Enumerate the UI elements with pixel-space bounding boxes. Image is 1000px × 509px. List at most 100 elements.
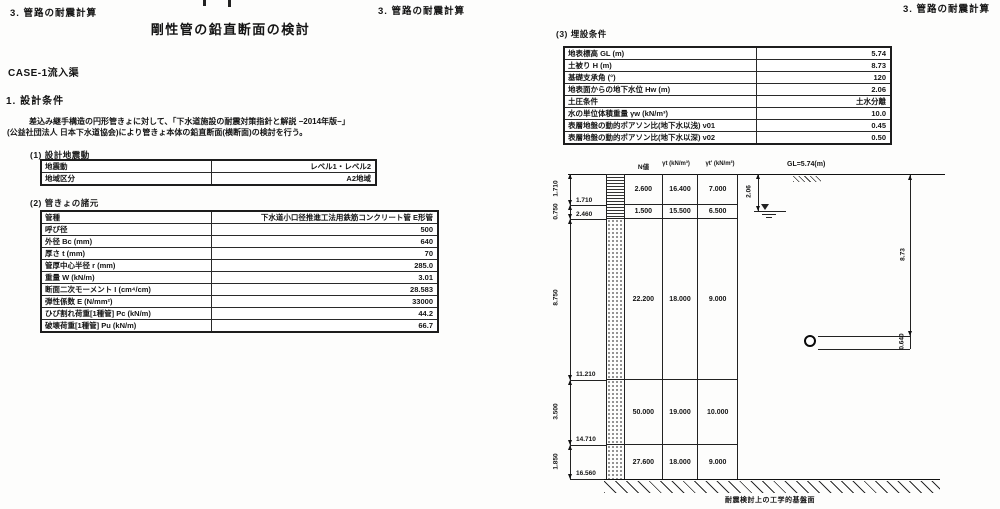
row-label-cell: 土圧条件 (563, 95, 757, 108)
dim-arrow (568, 214, 572, 219)
row-value-cell: 10.0 (755, 107, 892, 120)
bedrock-hatch (604, 480, 940, 493)
pipe-diameter-label: 0.640 (898, 333, 906, 350)
row-label-cell: 表層地盤の動的ポアソン比(地下水以浅) ν01 (563, 119, 757, 132)
row-label-cell: 土被り H (m) (563, 59, 757, 72)
row-label-cell: 管厚中心半径 r (mm) (40, 259, 212, 272)
soil-column-strip (606, 174, 625, 479)
pipe-dim-line (910, 336, 911, 349)
table-row: 重量 W (kN/m)3.01 (40, 271, 439, 284)
table-row: 厚さ t (mm)70 (40, 247, 439, 260)
row-label-cell: 弾性係数 E (N/mm²) (40, 295, 212, 308)
ground-level-label: GL=5.74(m) (787, 161, 826, 168)
soil-layer-row: 50.000 19.000 10.000 (625, 380, 737, 445)
pipe-circle (804, 335, 816, 347)
soil-hatch-layer (607, 445, 624, 479)
n-value: 2.600 (634, 185, 653, 193)
row-value-cell: 5.74 (755, 46, 892, 60)
soil-layer-row: 1.500 15.500 6.500 (625, 205, 737, 219)
groundwater-depth-label: 2.06 (745, 185, 753, 198)
col-header-gamma-t: γt (kN/m³) (662, 161, 690, 167)
row-value-cell: 2.06 (755, 83, 892, 96)
sub-heading-1: (1) 設計地震動 (30, 150, 90, 160)
groundwater-dim-line (758, 174, 759, 211)
dim-arrow (568, 440, 572, 445)
depth-label: 1.710 (576, 196, 593, 204)
soil-layer-row: 27.600 18.000 9.000 (625, 445, 737, 479)
dim-arrow (568, 375, 572, 380)
soil-layer-row: 2.600 16.400 7.000 (625, 174, 737, 205)
row-label-cell: ひび割れ荷重[1種管] Pc (kN/m) (40, 307, 212, 320)
row-label-cell: 地域区分 (40, 172, 212, 186)
cover-depth-label: 8.73 (899, 248, 907, 261)
row-label-cell: 厚さ t (mm) (40, 247, 212, 260)
gamma-t-dash-value: 6.500 (697, 205, 737, 218)
row-value-cell: 0.50 (755, 131, 892, 145)
soil-values-grid: 2.600 16.400 7.000 1.500 15.500 6.500 22… (625, 174, 738, 479)
dim-arrow (568, 200, 572, 205)
row-value-cell: 0.45 (755, 119, 892, 132)
row-label-cell: 断面二次モーメント I (cm⁴/cm) (40, 283, 212, 296)
section-1-heading: 1. 設計条件 (6, 96, 65, 107)
gamma-t-value: 18.000 (661, 219, 698, 379)
dim-arrow (568, 219, 572, 224)
col-header-gamma-t-dash: γt' (kN/m³) (705, 161, 735, 167)
table-row: 管厚中心半径 r (mm)285.0 (40, 259, 439, 272)
row-label-cell: 破壊荷重[1種管] Pu (kN/m) (40, 319, 212, 333)
n-value: 27.600 (632, 458, 655, 466)
pipe-leader-line (818, 349, 910, 350)
depth-label: 2.460 (576, 210, 593, 218)
row-value-cell: 8.73 (755, 59, 892, 72)
layer-boundary-tick (570, 219, 606, 220)
depth-dimension-line (570, 174, 571, 479)
layer-boundary-tick (570, 479, 606, 480)
design-seismic-table: 地震動 レベル1・レベル2 地域区分 A2地域 (40, 159, 377, 186)
page-header-left: 3. 管路の耐震計算 (10, 8, 98, 19)
soil-profile-diagram: N値 γt (kN/m³) γt' (kN/m³) GL=5.74(m) 1.7… (550, 158, 970, 509)
intro-line-2: (公益社団法人 日本下水道協会)により管きょ本体の鉛直断面(横断面)の検討を行う… (7, 128, 308, 137)
soil-hatch-layer (607, 380, 624, 445)
table-row: 土圧条件土水分離 (563, 95, 892, 108)
cropped-page-label-mark (203, 0, 206, 6)
row-value-cell: 33000 (210, 295, 439, 308)
row-label-cell: 管種 (40, 210, 212, 224)
water-table-dash (762, 214, 776, 215)
soil-layer-row: 22.200 18.000 9.000 (625, 219, 737, 380)
table-row: 地表標高 GL (m)5.74 (563, 46, 892, 60)
depth-label: 16.560 (576, 470, 596, 477)
soil-hatch-layer (607, 219, 624, 380)
dim-arrow (568, 174, 572, 179)
dim-arrow (907, 175, 912, 180)
row-label-cell: 基礎支承角 (°) (563, 71, 757, 84)
row-label-cell: 重量 W (kN/m) (40, 271, 212, 284)
row-label-cell: 表層地盤の動的ポアソン比(地下水以深) ν02 (563, 131, 757, 145)
page-header-right: 3. 管路の耐震計算 (903, 4, 991, 15)
row-value-cell: 土水分離 (755, 95, 892, 108)
gamma-t-dash-value: 10.000 (697, 380, 737, 444)
row-value-cell: 285.0 (210, 259, 439, 272)
row-value-cell: レベル1・レベル2 (210, 159, 377, 173)
thickness-label: 3.500 (552, 403, 560, 420)
row-value-cell: 28.583 (210, 283, 439, 296)
water-table-dash (766, 216, 772, 218)
dim-arrow (755, 206, 760, 211)
table-row: 弾性係数 E (N/mm²)33000 (40, 295, 439, 308)
burial-conditions-table: 地表標高 GL (m)5.74 土被り H (m)8.73 基礎支承角 (°) 1… (563, 46, 892, 145)
table-row: 管種下水道小口径推進工法用鉄筋コンクリート管 E形管 (40, 210, 439, 224)
water-table-icon (761, 204, 769, 210)
soil-hatch-layer (607, 205, 624, 219)
sub-heading-2: (2) 管きょの諸元 (30, 198, 99, 208)
row-value-cell: 44.2 (210, 307, 439, 320)
depth-label: 14.710 (576, 436, 596, 443)
n-value: 1.500 (634, 208, 653, 215)
soil-hatch-layer (607, 175, 624, 205)
table-row: 外径 Bc (mm)640 (40, 235, 439, 248)
sub-heading-3: (3) 埋設条件 (556, 29, 607, 39)
page-header-left-2: 3. 管路の耐震計算 (378, 6, 466, 17)
water-table-line (754, 211, 786, 212)
